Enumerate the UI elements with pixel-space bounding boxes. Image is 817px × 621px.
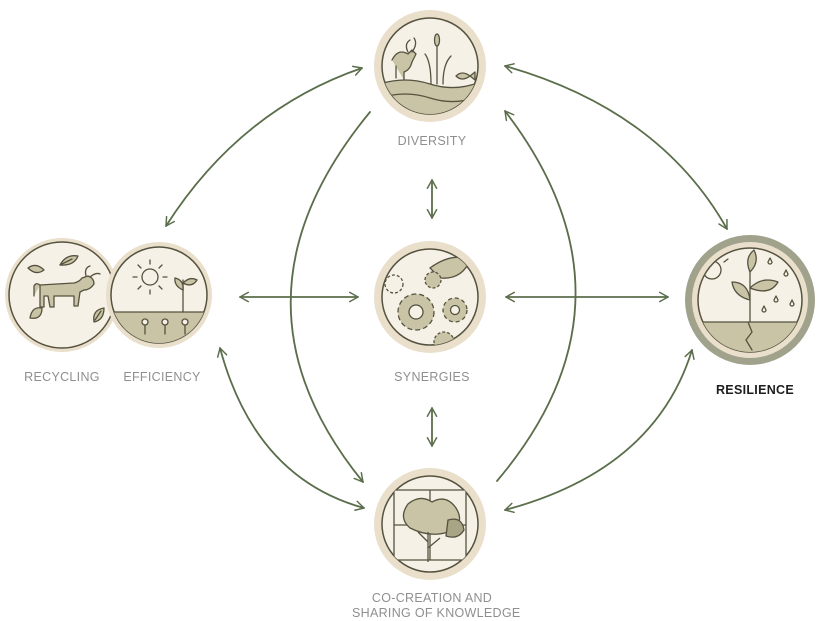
cocreation-label: CO-CREATION AND SHARING OF KNOWLEDGE bbox=[352, 591, 521, 621]
synergies-node bbox=[374, 241, 486, 353]
recycling-label: RECYCLING bbox=[24, 370, 100, 384]
arrow-diversity-resilience bbox=[504, 63, 728, 230]
efficiency-node bbox=[106, 242, 212, 348]
cocreation-label-line2: SHARING OF KNOWLEDGE bbox=[352, 606, 521, 620]
arrow-diversity-efficiency bbox=[165, 65, 363, 227]
resilience-node bbox=[685, 235, 815, 365]
arrow-efficiency-cocreation bbox=[216, 347, 365, 511]
diversity-label: DIVERSITY bbox=[397, 134, 467, 148]
diversity-node bbox=[374, 10, 486, 122]
efficiency-label: EFFICIENCY bbox=[123, 370, 201, 384]
arrow-cocreation-diversity-right bbox=[496, 110, 577, 482]
arrows bbox=[165, 63, 728, 514]
cocreation-node bbox=[374, 468, 486, 580]
trees-puzzle-icon bbox=[393, 489, 467, 562]
plant-rain-sun-icon bbox=[698, 249, 802, 352]
arrow-cocreation-resilience bbox=[504, 349, 695, 514]
synergies-label: SYNERGIES bbox=[394, 370, 470, 384]
recycling-node bbox=[5, 238, 119, 352]
arrow-diversity-cocreation-left bbox=[289, 111, 371, 483]
resilience-label: RESILIENCE bbox=[715, 383, 794, 397]
cow-leaves-icon bbox=[27, 255, 105, 323]
cocreation-label-line1: CO-CREATION AND bbox=[371, 591, 493, 605]
